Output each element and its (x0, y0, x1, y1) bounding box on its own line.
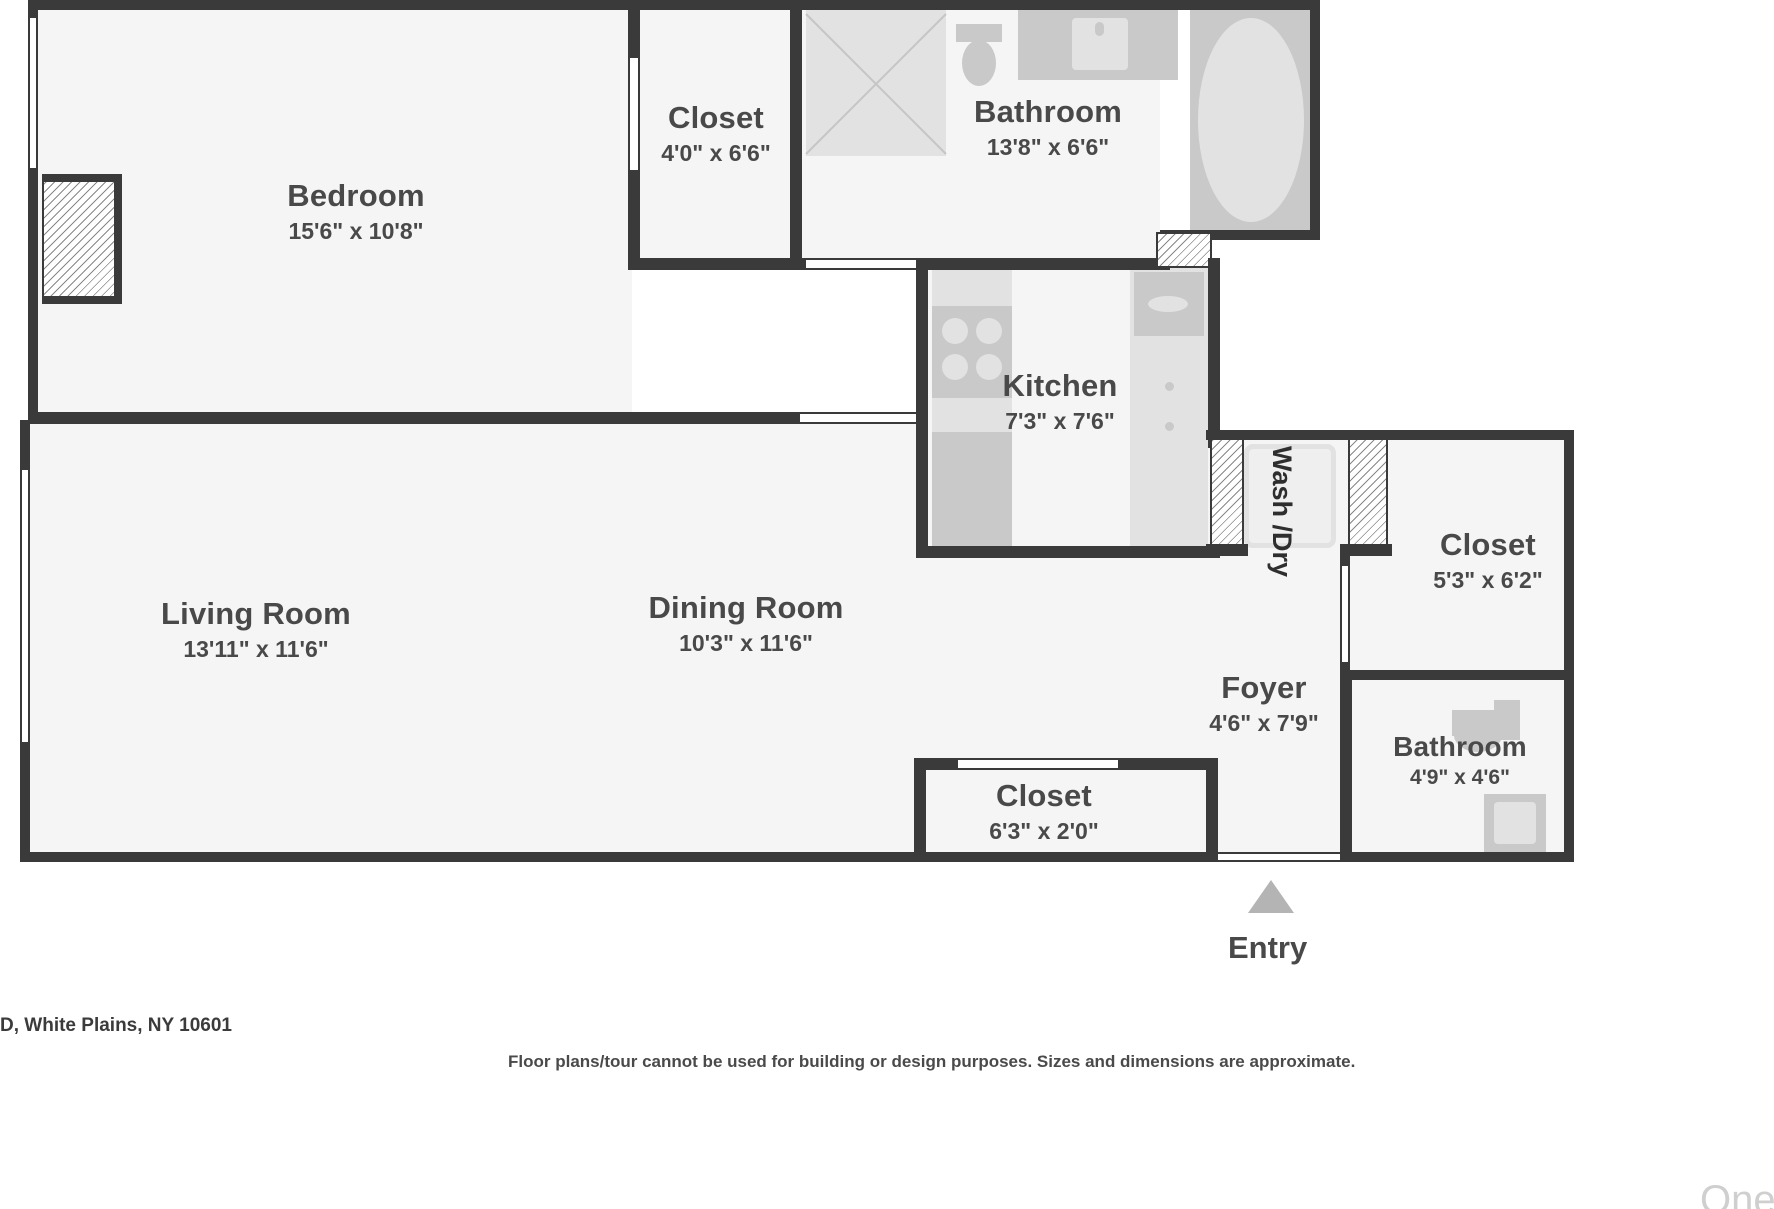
washer-dryer-unit (1244, 444, 1336, 548)
wall-hall-closet-right (1206, 758, 1218, 862)
shower-x-icon (806, 10, 946, 156)
microwave-plate-icon (1148, 296, 1188, 312)
wall-laundry-bottom-left (1206, 544, 1248, 556)
door-hall-closet (958, 758, 1118, 770)
exterior-wall-right (1564, 430, 1574, 862)
kitchen-base-cabinet (932, 432, 1012, 550)
exterior-wall-bathroom-right (1310, 0, 1320, 240)
exterior-wall-left-upper (28, 0, 38, 424)
window-living-left (20, 470, 30, 742)
wall-hall-closet-left (914, 758, 926, 862)
wall-kitchen-left (916, 258, 928, 558)
entry-arrow-icon (1248, 880, 1294, 913)
kitchen-sink (1140, 368, 1200, 446)
closet-hall-floor (920, 766, 1210, 860)
wall-bathroom-bottom-right (1160, 230, 1320, 240)
burner-icon (976, 354, 1002, 380)
sink-drain-icon (1165, 422, 1174, 431)
bedroom-floor (36, 8, 632, 420)
entry-label: Entry (1228, 930, 1308, 965)
door-closet-right (1340, 566, 1350, 662)
disclaimer-text: Floor plans/tour cannot be used for buil… (508, 1052, 1356, 1071)
entry-door (1218, 852, 1340, 862)
door-bedroom-living (800, 412, 918, 424)
wall-closet-bottom (628, 258, 804, 270)
closet-bedroom-floor (640, 8, 800, 264)
door-bathroom (806, 258, 918, 270)
toilet-bowl (962, 40, 996, 86)
burner-icon (976, 318, 1002, 344)
wall-foyer-right-lower (1340, 678, 1352, 862)
wall-hatch-laundry-left (1210, 436, 1244, 548)
kitchen-range (932, 306, 1012, 398)
wall-hatch-laundry-right (1348, 436, 1388, 548)
wall-laundry-top (1206, 430, 1392, 440)
wall-closet-right-bottom (1340, 670, 1574, 680)
burner-icon (942, 354, 968, 380)
exterior-wall-top (28, 0, 1320, 10)
wall-right-wing-top (1388, 430, 1574, 440)
wall-kitchen-right (1208, 258, 1220, 448)
wall-bedroom-bump-b (42, 296, 122, 304)
wall-bedroom-living (28, 412, 920, 424)
wall-laundry-bottom-right (1340, 544, 1392, 556)
wall-hatch-bedroom-left (42, 180, 118, 300)
burner-icon (942, 318, 968, 344)
door-bedroom-closet (628, 58, 640, 170)
foyer-floor (1208, 554, 1350, 860)
half-bath-sink-basin (1494, 802, 1536, 844)
bathtub-basin (1198, 18, 1304, 222)
watermark-logo: One (1700, 1178, 1774, 1209)
kitchen-counter-strip (932, 398, 1012, 432)
wall-closet-bathroom (790, 0, 802, 270)
wall-bedroom-bump-r (114, 174, 122, 304)
toilet-tank (956, 24, 1002, 42)
exterior-wall-bottom (20, 852, 1574, 862)
bathroom-faucet-icon (1095, 22, 1104, 36)
address-line: D, White Plains, NY 10601 (0, 1015, 232, 1036)
wall-kitchen-bottom (916, 546, 1220, 558)
sink-drain-icon (1165, 382, 1174, 391)
window-bedroom-left (28, 18, 38, 168)
wall-bedroom-bump (42, 174, 122, 182)
half-bath-toilet-tank (1494, 700, 1520, 740)
wall-hatch-bathroom-corner (1156, 232, 1212, 268)
